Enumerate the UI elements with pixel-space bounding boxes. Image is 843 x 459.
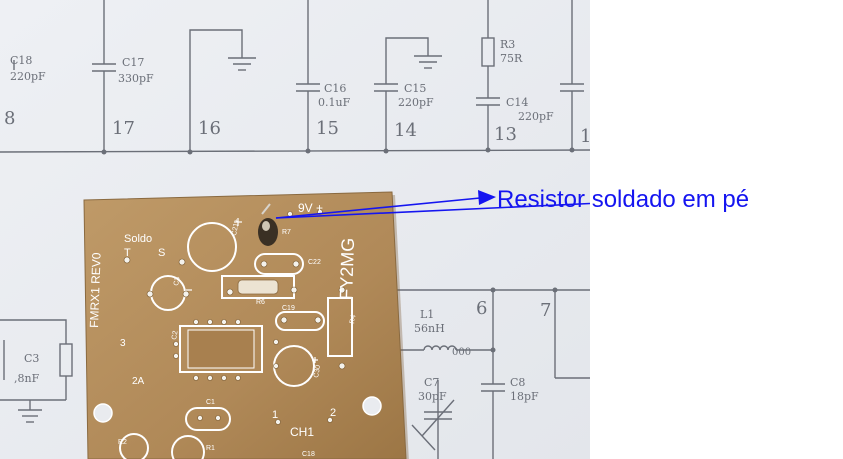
part-value: 0.1uF [318, 96, 351, 109]
part-label: R6 [256, 299, 265, 306]
part-value: 75R [500, 52, 523, 65]
part-ref: C16 [324, 82, 346, 95]
pin-number: 13 [494, 124, 517, 145]
solder-label: Soldo [124, 233, 152, 245]
part-value: ,8nF [14, 372, 40, 385]
part-ref: C15 [404, 82, 426, 95]
part-value: 30pF [418, 390, 447, 403]
part-label: R4 [349, 314, 357, 324]
part-ref: C3 [24, 352, 39, 365]
part-ref: C8 [510, 376, 525, 389]
pin-number: 15 [316, 118, 339, 139]
part-value: 220pF [10, 70, 46, 83]
pin-label: 2A [132, 376, 145, 387]
schematic-junctions [101, 147, 575, 155]
part-value: 330pF [118, 72, 154, 85]
schematic-lines [0, 0, 590, 153]
part-ref: C17 [122, 56, 144, 69]
mounting-hole [93, 403, 113, 423]
pin-label: CH1 [290, 425, 314, 439]
pin-number: 8 [4, 108, 15, 129]
pin-number: 14 [394, 120, 417, 141]
part-label: R7 [282, 229, 291, 236]
board-revision: FMRX1 REV0 [87, 252, 104, 328]
photo-svg: C18 220pF C17 330pF C16 0.1uF C15 220pF … [0, 0, 590, 459]
part-value: 18pF [510, 390, 539, 403]
polarity-marks [186, 218, 318, 363]
part-label: C18 [302, 451, 315, 458]
part-label: C3 [173, 276, 181, 286]
part-value: 220pF [398, 96, 434, 109]
pin-number: 16 [198, 118, 221, 139]
pcb-photo: C18 220pF C17 330pF C16 0.1uF C15 220pF … [0, 0, 590, 459]
schematic-pin-numbers: 8 17 16 15 14 13 1 6 7 [4, 108, 590, 321]
part-label: R2 [118, 439, 127, 446]
callout-label: Resistor soldado em pé [497, 186, 750, 213]
pin-number: 6 [476, 298, 487, 319]
part-value: 220pF [518, 110, 554, 123]
part-ref: C7 [424, 376, 439, 389]
part-label: C22 [308, 259, 321, 266]
part-ref: L1 [420, 308, 434, 321]
part-label: C1 [206, 399, 215, 406]
part-label: C19 [282, 305, 295, 312]
board-name: FY2MG [336, 237, 358, 300]
part-label: R1 [206, 445, 215, 452]
part-label: C30 [313, 364, 322, 378]
part-label: C21+ [231, 218, 241, 236]
pin-label: T [124, 247, 131, 259]
coil-mark: 000 [452, 347, 471, 358]
pin-number: 17 [112, 118, 135, 139]
pin-number: 7 [540, 300, 551, 321]
part-ref: C18 [10, 54, 32, 67]
pcb-board: FY2MG FMRX1 REV0 9V + Soldo T S 3 2A 1 2… [83, 191, 409, 459]
supply-label: 9V + [298, 201, 323, 215]
schematic-labels: C18 220pF C17 330pF C16 0.1uF C15 220pF … [10, 38, 554, 403]
pin-label: 2 [330, 407, 336, 419]
part-ref: C14 [506, 96, 528, 109]
pin-label: 1 [272, 409, 278, 421]
pin-label: S [158, 247, 165, 259]
pin-label: 3 [120, 338, 126, 349]
part-ref: R3 [500, 38, 515, 51]
part-value: 56nH [414, 322, 445, 335]
part-label: C2 [171, 330, 179, 340]
pin-number: 1 [580, 126, 590, 147]
schematic-junctions-lower [490, 287, 558, 353]
mounting-hole [362, 396, 382, 416]
